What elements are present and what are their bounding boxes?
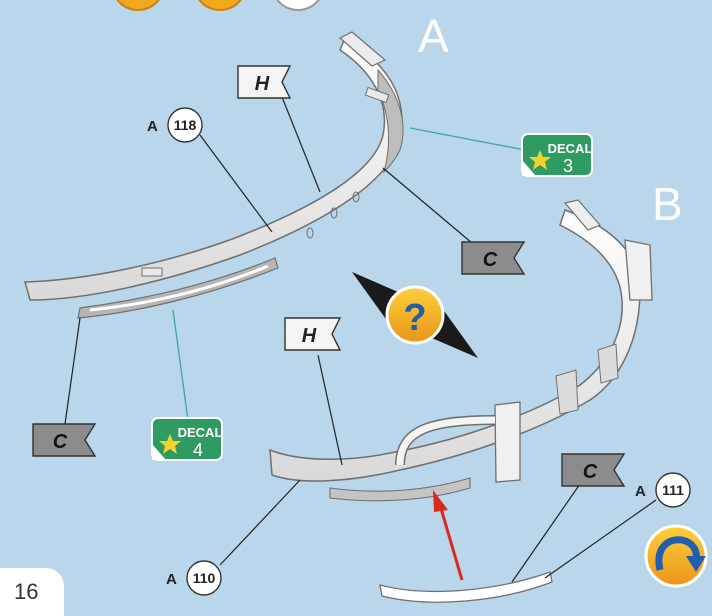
bumper-part-a xyxy=(25,32,403,318)
step-label-b: B xyxy=(652,178,683,230)
flag-c-right: C xyxy=(462,242,524,274)
part-sprue-letter: A xyxy=(635,483,646,500)
flag-c-left: C xyxy=(33,424,95,456)
part-sprue-letter: A xyxy=(147,118,158,135)
flag-letter: C xyxy=(483,249,498,271)
decal-word: DECAL xyxy=(178,425,223,440)
decal-badge-4: DECAL 4 xyxy=(152,418,222,460)
page-number: 16 xyxy=(0,568,64,616)
flag-letter: H xyxy=(302,325,317,347)
insertion-arrow xyxy=(433,490,462,580)
part-callout-111: A 111 xyxy=(635,473,690,507)
hint-symbol: ? xyxy=(403,297,426,339)
flag-letter: C xyxy=(53,431,68,453)
flag-letter: H xyxy=(255,73,270,95)
part-number: 110 xyxy=(193,570,216,586)
flag-h-middle: H xyxy=(285,318,340,350)
flag-letter: C xyxy=(583,461,598,483)
part-callout-118: A 118 xyxy=(147,108,202,142)
flag-c-bottom: C xyxy=(562,454,624,486)
part-number: 118 xyxy=(174,117,197,133)
part-number: 111 xyxy=(662,482,684,498)
step-label-a: A xyxy=(418,10,449,62)
top-cropped-badges xyxy=(112,0,324,10)
decal-word: DECAL xyxy=(548,141,593,156)
part-sprue-letter: A xyxy=(166,571,177,588)
decal-badge-3: DECAL 3 xyxy=(522,134,592,176)
decal-number: 4 xyxy=(193,440,203,460)
rotate-arrow-icon xyxy=(646,526,706,586)
question-mark-icon: ? xyxy=(387,287,443,343)
strip-part-111 xyxy=(380,572,552,602)
flag-h-top: H xyxy=(238,66,290,98)
part-callout-110: A 110 xyxy=(166,561,221,595)
decal-number: 3 xyxy=(563,156,573,176)
